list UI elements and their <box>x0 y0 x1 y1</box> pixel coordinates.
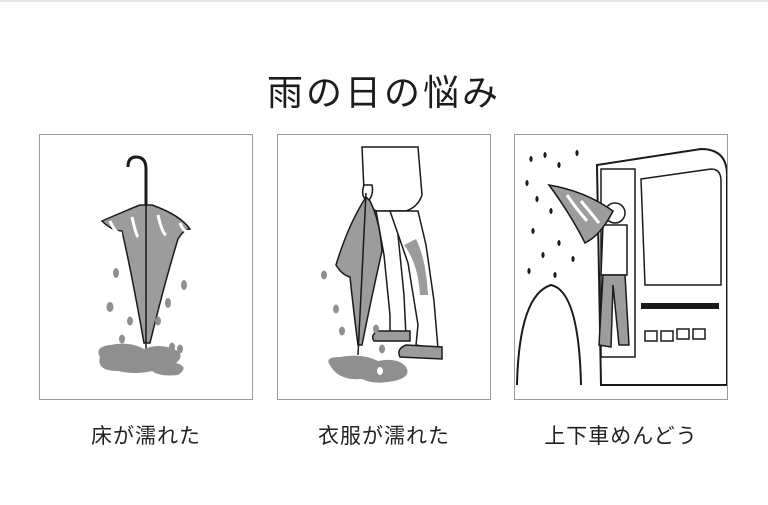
panel-wet-floor <box>39 134 253 400</box>
canopy-folds <box>108 214 189 239</box>
dripping-umbrella-illustration <box>98 155 192 376</box>
shoe-back <box>371 330 411 342</box>
bus-bumper-line <box>641 303 719 309</box>
umbrella-handle <box>126 155 148 207</box>
floor-puddle <box>98 343 184 376</box>
umbrella-folded <box>335 195 383 346</box>
wet-clothes-illustration <box>321 146 443 383</box>
shoe-front <box>398 344 443 360</box>
bus-headlights <box>644 328 706 342</box>
puddle-highlight <box>377 367 383 375</box>
bus-wheel-arch <box>516 283 582 386</box>
caption-wet-clothes: 衣服が濡れた <box>318 424 450 448</box>
top-divider <box>0 0 768 2</box>
person-legs <box>598 274 630 348</box>
bus-boarding-illustration <box>516 147 727 386</box>
rain-drops <box>525 150 579 278</box>
panel-wet-clothes <box>277 134 491 400</box>
caption-bus-boarding: 上下車めんどう <box>544 424 698 448</box>
panel-bus-boarding <box>514 134 728 400</box>
wet-patch <box>404 239 428 295</box>
person-body <box>600 224 628 276</box>
water-drops <box>321 270 385 354</box>
umbrella-shaft <box>357 192 367 356</box>
floor-puddle <box>328 355 408 383</box>
page-title: 雨の日の悩み <box>266 73 501 115</box>
umbrella-ribs <box>565 194 601 224</box>
caption-wet-floor: 床が濡れた <box>91 424 201 448</box>
bus-window <box>640 168 722 286</box>
